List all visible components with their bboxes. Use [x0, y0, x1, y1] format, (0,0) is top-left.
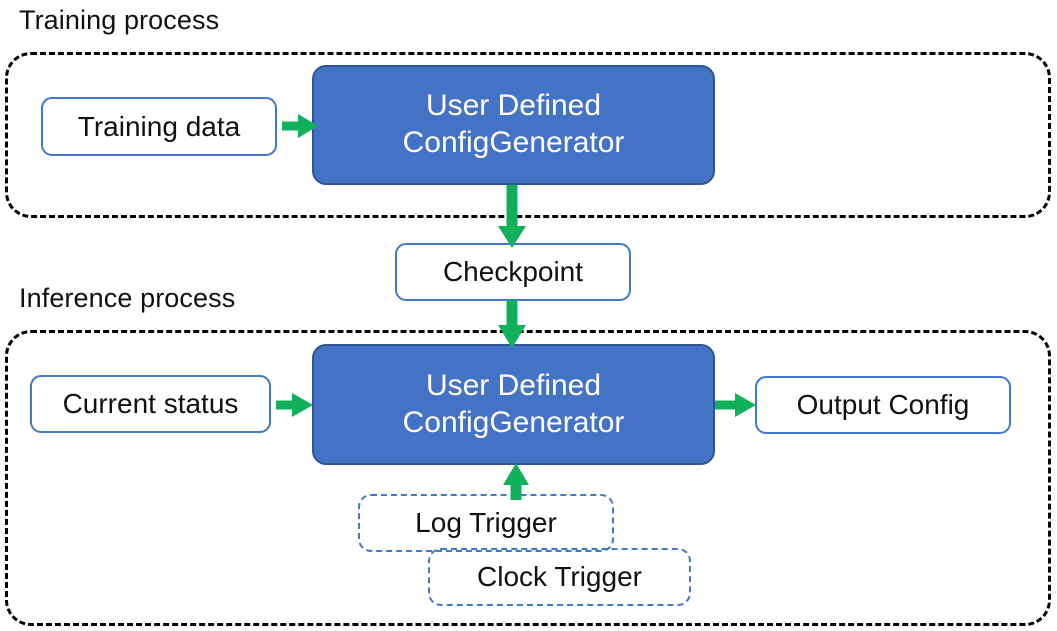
inference-config-generator-label: User Defined ConfigGenerator — [403, 368, 625, 441]
inference-process-title: Inference process — [19, 283, 236, 313]
training-process-container — [5, 52, 1051, 218]
training-config-generator-label: User Defined ConfigGenerator — [403, 88, 625, 161]
current-status-box[interactable]: Current status — [30, 375, 271, 433]
output-config-box[interactable]: Output Config — [755, 376, 1011, 434]
training-data-box[interactable]: Training data — [41, 97, 277, 156]
inference-process-container — [5, 330, 1051, 626]
training-config-generator-line1: User Defined — [425, 89, 602, 123]
training-config-generator-node[interactable]: User Defined ConfigGenerator — [312, 65, 715, 185]
inference-config-generator-line1: User Defined — [425, 368, 602, 402]
inference-config-generator-node[interactable]: User Defined ConfigGenerator — [312, 344, 715, 465]
clock-trigger-box[interactable]: Clock Trigger — [428, 548, 691, 606]
checkpoint-box[interactable]: Checkpoint — [395, 243, 631, 301]
inference-config-generator-line2: ConfigGenerator — [402, 405, 625, 439]
training-config-generator-line2: ConfigGenerator — [402, 126, 625, 159]
log-trigger-box[interactable]: Log Trigger — [358, 494, 614, 552]
training-process-title: Training process — [19, 5, 220, 35]
